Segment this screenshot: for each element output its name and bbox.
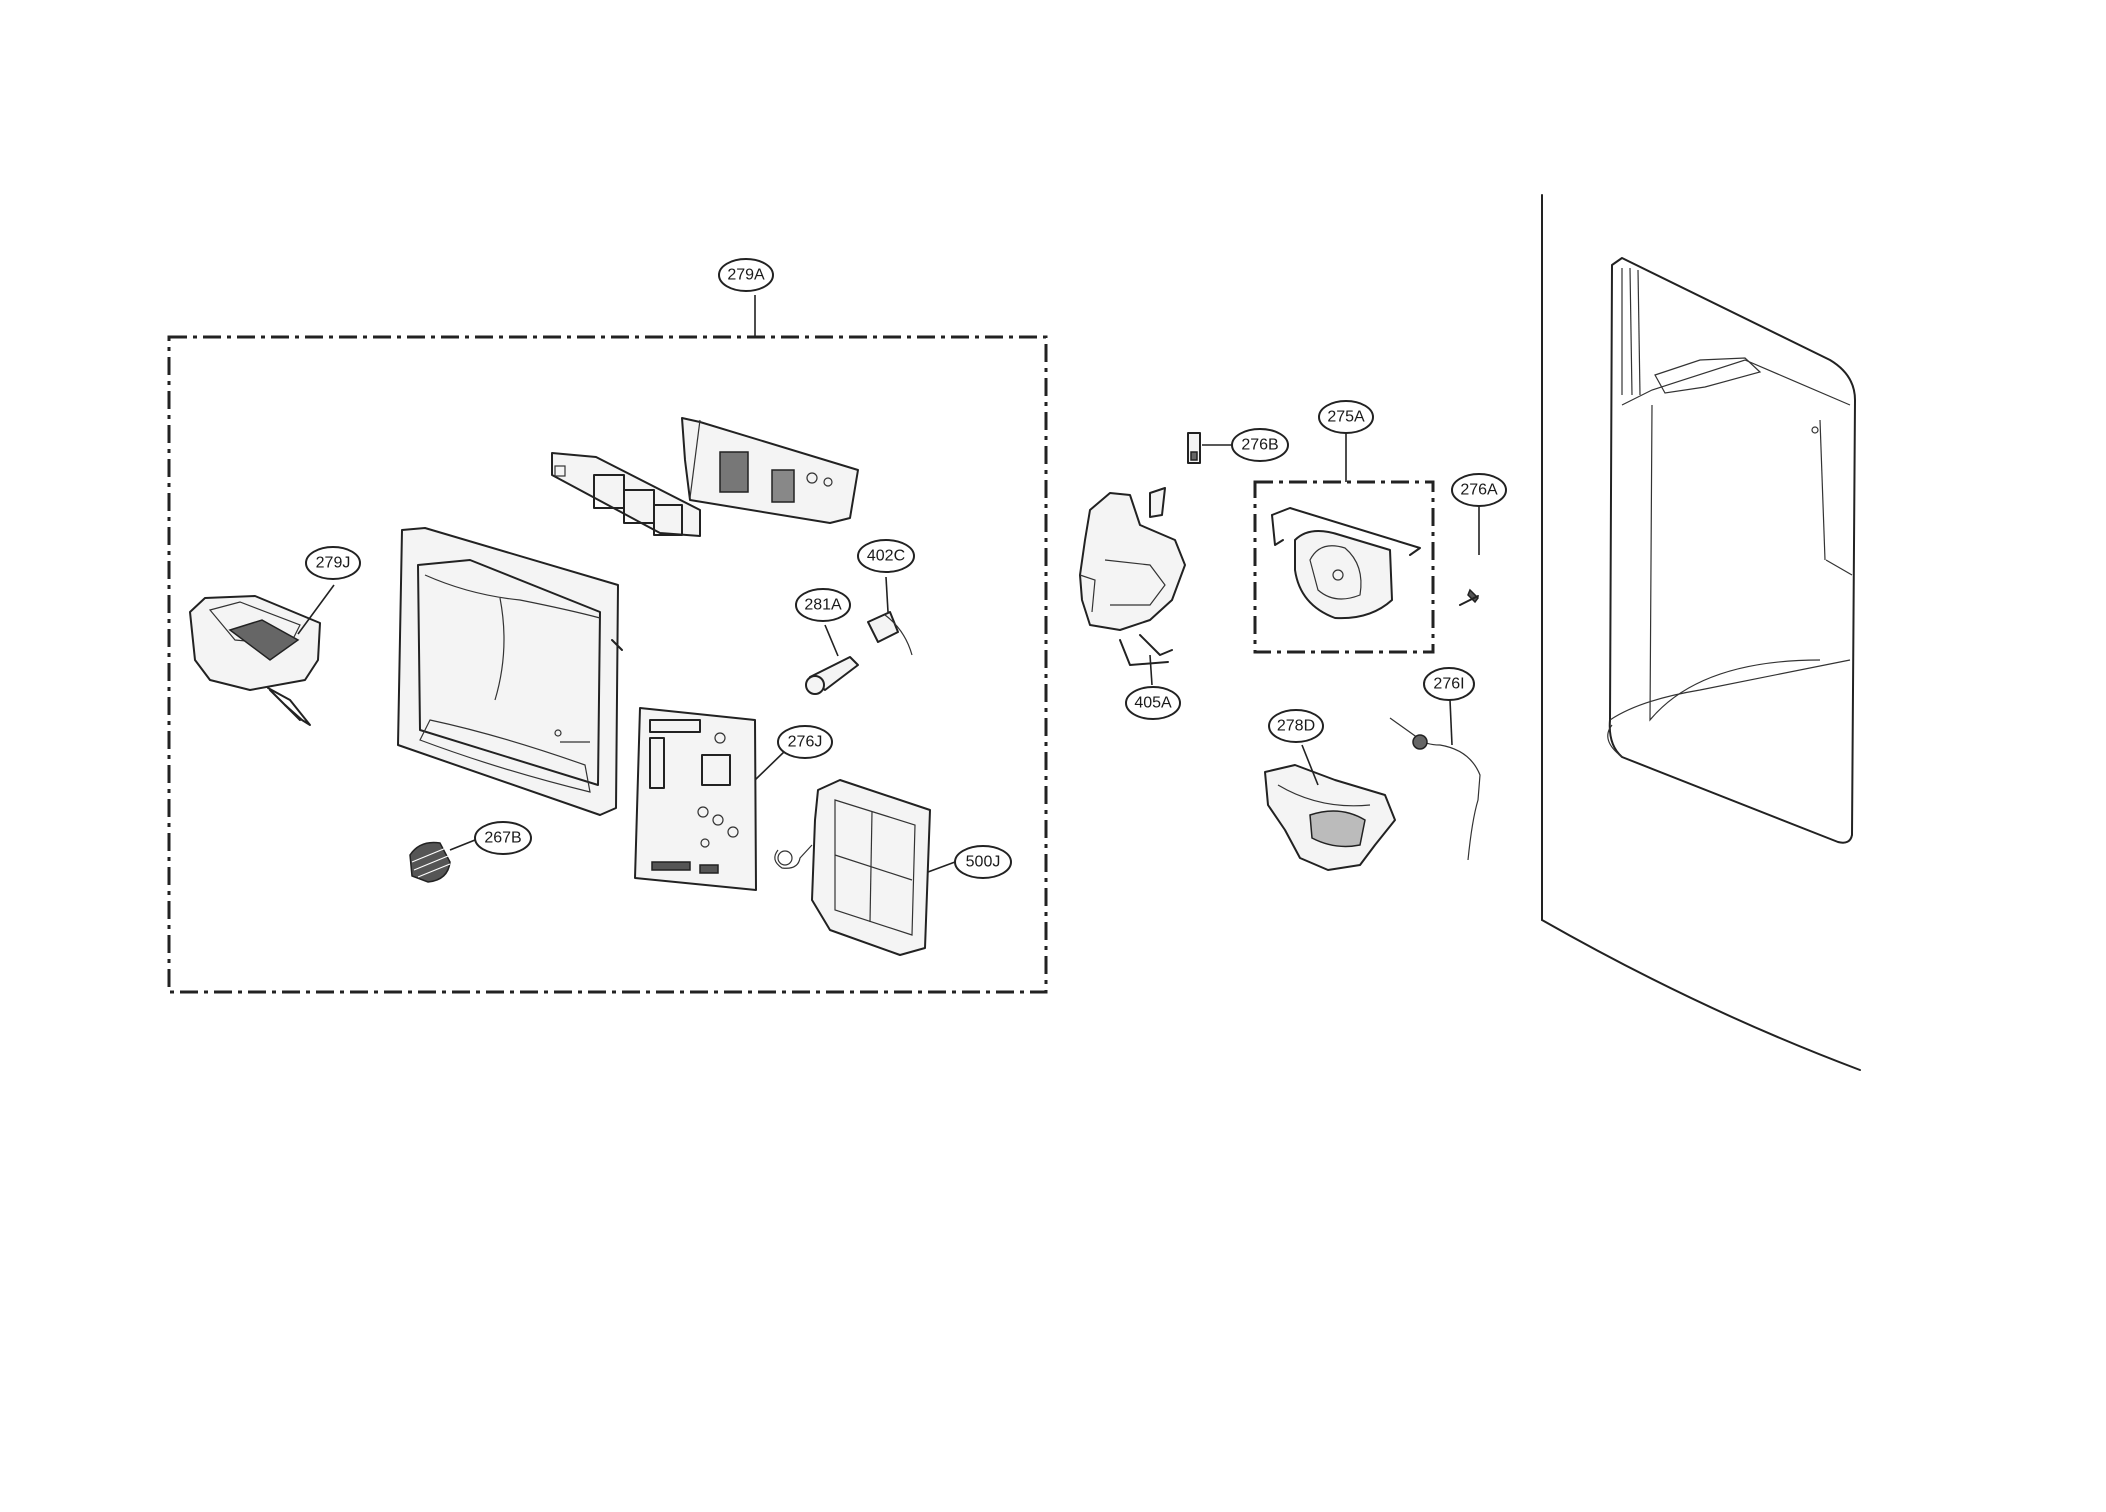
callout-281A: 281A (795, 588, 851, 622)
part-402C-micro-switch (867, 576, 913, 656)
display-panel-part (551, 417, 859, 537)
callout-label-278D: 278D (1277, 718, 1315, 735)
callout-405A: 405A (1125, 686, 1181, 720)
callout-402C: 402C (857, 539, 915, 573)
dispenser-frame-part (397, 527, 623, 816)
callout-label-276I: 276I (1433, 676, 1464, 693)
callout-label-281A: 281A (804, 597, 842, 614)
callout-500J: 500J (954, 845, 1012, 879)
dashed-box-279A (167, 335, 1048, 994)
callout-267B: 267B (474, 821, 532, 855)
part-267B-spring (409, 839, 476, 883)
part-276I-heater-wire (1389, 699, 1481, 861)
callout-label-275A: 275A (1327, 409, 1365, 426)
part-281A-lever (805, 624, 859, 695)
part-279J-dispenser-cover (189, 584, 335, 726)
part-500J-pcb-cover (774, 779, 956, 956)
callout-label-279A: 279A (727, 267, 765, 284)
dashed-box-275A (1253, 480, 1435, 654)
refrigerator-door (1541, 194, 1861, 1071)
part-276J-control-pcb (634, 707, 787, 891)
callout-276I: 276I (1423, 667, 1475, 701)
callout-275A: 275A (1318, 400, 1374, 434)
callout-label-276J: 276J (788, 734, 823, 751)
callout-279J: 279J (305, 546, 361, 580)
callout-276A: 276A (1451, 473, 1507, 507)
part-405A-geared-motor (1079, 487, 1186, 686)
callout-label-402C: 402C (867, 548, 905, 565)
group-275A (1253, 432, 1435, 654)
part-276A-screw (1459, 507, 1480, 606)
callout-label-276A: 276A (1460, 482, 1498, 499)
part-276B-clip (1187, 432, 1232, 464)
callout-label-500J: 500J (966, 854, 1001, 871)
callout-label-267B: 267B (484, 830, 521, 847)
callout-label-276B: 276B (1241, 437, 1278, 454)
callout-279A: 279A (718, 258, 774, 292)
callout-label-405A: 405A (1134, 695, 1172, 712)
part-278D-ice-chute-funnel (1264, 744, 1396, 871)
callout-278D: 278D (1268, 709, 1324, 743)
callout-label-279J: 279J (316, 555, 351, 572)
callout-276J: 276J (777, 725, 833, 759)
callout-276B: 276B (1231, 428, 1289, 462)
group-279A (167, 295, 1048, 994)
